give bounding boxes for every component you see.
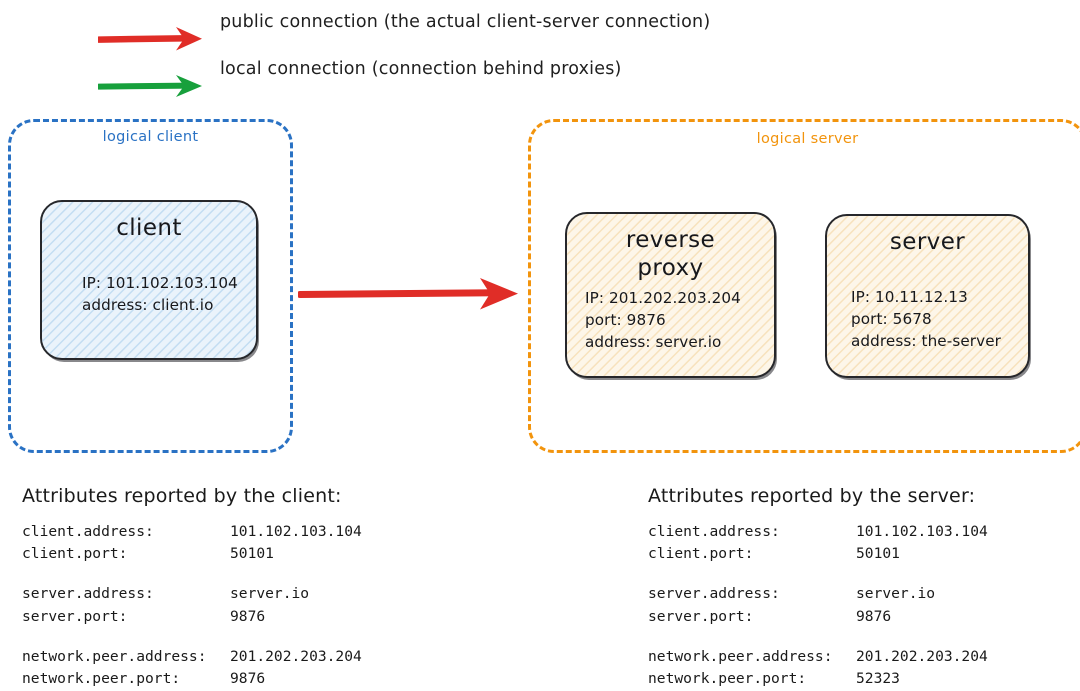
attr-key: network.peer.address: xyxy=(22,647,207,665)
table-row: network.peer.port: 9876 xyxy=(22,668,362,690)
attr-value: 201.202.203.204 xyxy=(230,647,362,665)
attr-value: 9876 xyxy=(230,669,266,687)
node-server-title: server xyxy=(889,229,966,255)
attr-key: client.address: xyxy=(648,523,780,540)
client-report-rows: client.address: 101.102.103.104 client.por… xyxy=(22,521,362,690)
table-row: server.port: 9876 xyxy=(22,606,362,628)
attr-value: 201.202.203.204 xyxy=(856,647,988,665)
node-reverse-proxy[interactable]: reverse proxy IP: 201.202.203.204 port: … xyxy=(565,212,776,378)
table-row: client.address: 101.102.103.104 xyxy=(648,521,988,543)
server-attributes-report: Attributes reported by the server: clien… xyxy=(648,485,988,690)
attr-value: 50101 xyxy=(856,545,900,563)
attr-value: 101.102.103.104 xyxy=(856,523,988,540)
legend-label-public: public connection (the actual client-ser… xyxy=(220,12,711,32)
attr-value: 9876 xyxy=(856,607,892,625)
attr-value: 52323 xyxy=(856,669,900,687)
client-attributes-report: Attributes reported by the client: clien… xyxy=(22,485,362,690)
table-row: server.address: server.io xyxy=(648,583,988,605)
node-server-attrs: IP: 10.11.12.13 port: 5678 address: the-… xyxy=(827,256,1028,352)
red-arrow-icon xyxy=(98,27,202,51)
attr-key: server.port: xyxy=(648,607,754,625)
table-row-spacer xyxy=(648,628,988,646)
client-report-heading: Attributes reported by the client: xyxy=(22,485,342,507)
table-row: network.peer.port: 52323 xyxy=(648,668,988,690)
node-client-title: client xyxy=(116,215,182,241)
server-report-rows: client.address: 101.102.103.104 client.por… xyxy=(648,521,988,690)
node-client-attr-address: address: client.io xyxy=(82,296,214,315)
node-client-attrs: IP: 101.102.103.104 address: client.io xyxy=(42,242,256,316)
node-server[interactable]: server IP: 10.11.12.13 port: 5678 addres… xyxy=(825,214,1030,378)
attr-key: server.port: xyxy=(22,607,128,625)
table-row: server.address: server.io xyxy=(22,583,362,605)
node-reverse-proxy-attr-port: port: 9876 xyxy=(585,311,666,330)
client-report-table: client.address: 101.102.103.104 client.por… xyxy=(22,521,362,690)
table-row: client.port: 50101 xyxy=(648,543,988,565)
hatch-fill-orange-server xyxy=(827,216,1028,376)
table-row: client.address: 101.102.103.104 xyxy=(22,521,362,543)
node-reverse-proxy-attrs: IP: 201.202.203.204 port: 9876 address: … xyxy=(567,282,774,353)
attr-key: client.port: xyxy=(648,545,754,563)
logical-client-group: logical client xyxy=(8,119,293,453)
table-row: client.port: 50101 xyxy=(22,543,362,565)
attr-key: server.address: xyxy=(22,585,154,603)
attr-value: server.io xyxy=(230,585,310,603)
attr-value: 9876 xyxy=(230,607,266,625)
table-row: server.port: 9876 xyxy=(648,606,988,628)
node-server-attr-ip: IP: 10.11.12.13 xyxy=(851,288,968,307)
public-connection-arrow xyxy=(298,278,518,310)
green-arrow-icon xyxy=(98,75,202,97)
legend-label-local: local connection (connection behind prox… xyxy=(220,59,622,79)
logical-server-title: logical server xyxy=(756,131,859,147)
attr-key: network.peer.port: xyxy=(22,669,181,687)
hatch-fill-orange-proxy xyxy=(567,214,774,376)
node-server-attr-address: address: the-server xyxy=(851,332,1001,351)
table-row: network.peer.address: 201.202.203.204 xyxy=(22,646,362,668)
attr-value: 50101 xyxy=(230,545,274,563)
attr-value: 101.102.103.104 xyxy=(230,523,362,540)
logical-server-group: logical server xyxy=(528,119,1080,453)
table-row-spacer xyxy=(22,565,362,583)
attr-value: server.io xyxy=(856,585,936,603)
attr-key: client.port: xyxy=(22,545,128,563)
hatch-fill-blue xyxy=(42,202,256,358)
table-row-spacer xyxy=(22,628,362,646)
logical-client-title: logical client xyxy=(102,129,199,145)
node-reverse-proxy-title: reverse proxy xyxy=(625,227,716,282)
server-report-table: client.address: 101.102.103.104 client.por… xyxy=(648,521,988,690)
node-server-attr-port: port: 5678 xyxy=(851,310,932,329)
attr-key: client.address: xyxy=(22,523,154,540)
attr-key: network.peer.address: xyxy=(648,647,833,665)
table-row: network.peer.address: 201.202.203.204 xyxy=(648,646,988,668)
server-report-heading: Attributes reported by the server: xyxy=(648,485,976,507)
attr-key: server.address: xyxy=(648,585,780,603)
table-row-spacer xyxy=(648,565,988,583)
node-reverse-proxy-attr-ip: IP: 201.202.203.204 xyxy=(585,289,741,308)
node-client-attr-ip: IP: 101.102.103.104 xyxy=(82,274,238,293)
node-reverse-proxy-attr-address: address: server.io xyxy=(585,333,722,352)
attr-key: network.peer.port: xyxy=(648,669,807,687)
node-client[interactable]: client IP: 101.102.103.104 address: clie… xyxy=(40,200,258,360)
